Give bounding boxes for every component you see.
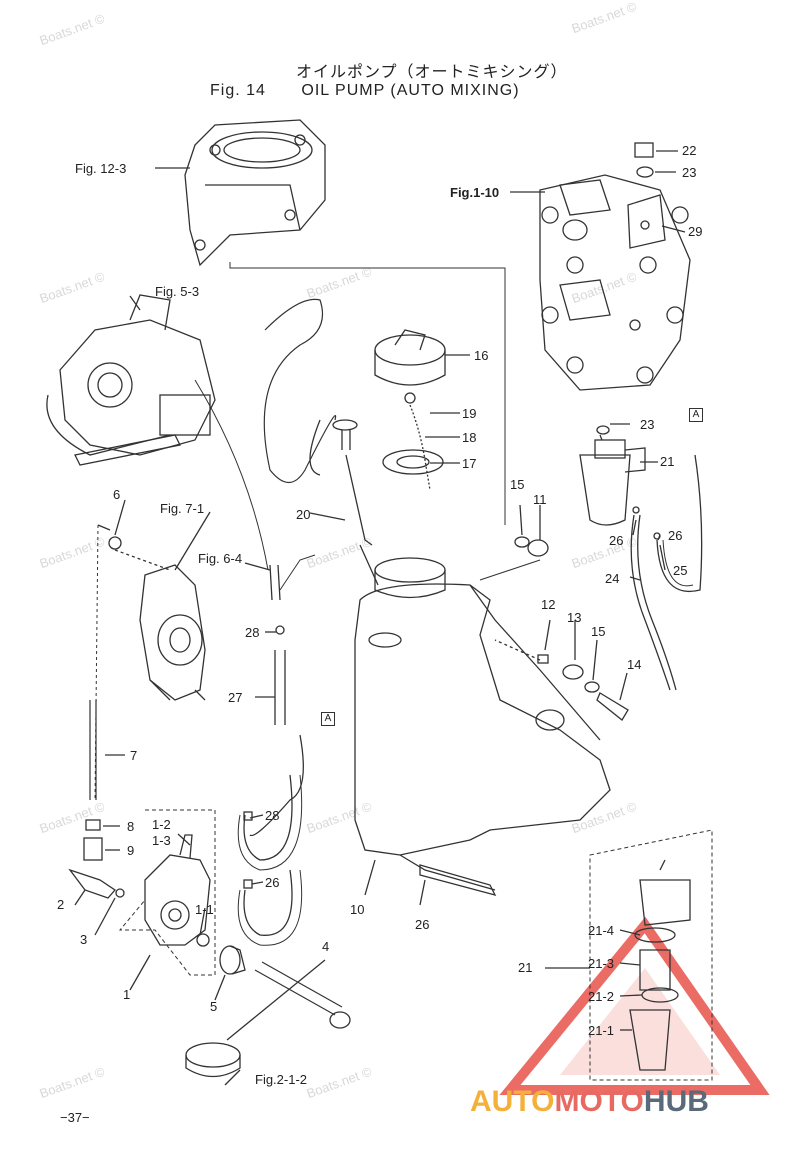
part-label-21-exploded: 21 [518,960,533,975]
fuel-filter-part [579,425,646,526]
part-label-6: 6 [113,487,121,502]
page-title-jp: オイルポンプ（オートミキシング） [296,62,568,81]
ref-fig-6-4: Fig. 6-4 [198,551,243,566]
part-label-14: 14 [627,657,642,672]
part-label-5: 5 [210,999,218,1014]
gasket-plate-part [539,174,691,391]
tiller-bracket-part [139,564,206,701]
part-label-7: 7 [130,748,138,763]
part-label-10: 10 [350,902,365,917]
carburetor-part [46,294,216,466]
washer-part [636,166,654,178]
part-label-26: 26 [668,528,683,543]
part-label-21-4: 21-4 [588,923,615,938]
page-title: Fig. 14 OIL PUMP (AUTO MIXING) [210,82,520,100]
part-label-9: 9 [127,843,135,858]
nut-part [634,142,654,158]
brand-logo: AUTOMOTOHUB [470,1085,709,1119]
logo-text-hub: HUB [643,1085,709,1118]
part-label-1-3: 1-3 [152,833,171,848]
part-label-21-2: 21-2 [588,989,615,1004]
part-label-28: 28 [245,625,260,640]
part-label-12: 12 [541,597,556,612]
ref-fig-5-3: Fig. 5-3 [155,284,200,299]
part-label-17: 17 [462,456,477,471]
part-label-26: 26 [609,533,624,548]
part-label-15-lower: 15 [591,624,606,639]
figure-title: OIL PUMP (AUTO MIXING) [301,82,520,99]
part-label-21-1: 21-1 [588,1023,615,1038]
connection-marker-a: A [321,712,335,726]
part-label-21-3: 21-3 [588,956,615,971]
part-label-11: 11 [533,492,547,507]
part-label-16: 16 [474,348,489,363]
part-label-19: 19 [462,406,477,421]
ref-fig-7-1: Fig. 7-1 [160,501,205,516]
oil-pump-part [144,834,211,946]
part-label-2: 2 [57,897,65,912]
part-label-24: 24 [605,571,620,586]
ref-fig-1-10: Fig.1-10 [450,185,500,200]
part-label-29: 29 [688,224,703,239]
ref-fig-2-1-2: Fig.2-1-2 [255,1072,308,1087]
part-label-13: 13 [567,610,582,625]
part-label-22: 22 [682,143,697,158]
logo-text-moto: MOTO [554,1085,644,1118]
part-label-20: 20 [296,507,311,522]
ref-fig-12-3: Fig. 12-3 [75,161,127,176]
part-label-8: 8 [127,819,135,834]
part-label-1-2: 1-2 [152,817,171,832]
bracket-29-part [627,194,666,249]
figure-number: Fig. 14 [210,82,266,99]
fuel-tank-part [354,557,611,896]
part-label-28-lower: 28 [265,808,280,823]
part-label-4: 4 [322,939,330,954]
part-label-21: 21 [660,454,675,469]
triangle-logo-icon [499,916,770,1095]
swivel-bracket-part [184,119,326,267]
part-label-18: 18 [462,430,477,445]
part-label-23-lower: 23 [640,417,655,432]
tank-cap-part [374,329,446,386]
part-label-27: 27 [228,690,243,705]
part-label-26-left: 26 [265,875,280,890]
part-label-1-1: 1-1 [195,902,214,917]
part-label-26-tank: 26 [415,917,430,932]
part-label-3: 3 [80,932,88,947]
part-label-23: 23 [682,165,697,180]
logo-text-auto: AUTO [470,1085,555,1118]
connection-marker-a: A [689,408,703,422]
part-label-1: 1 [123,987,131,1002]
page-number: −37− [60,1110,90,1125]
part-label-15: 15 [510,477,525,492]
part-label-25: 25 [673,563,688,578]
